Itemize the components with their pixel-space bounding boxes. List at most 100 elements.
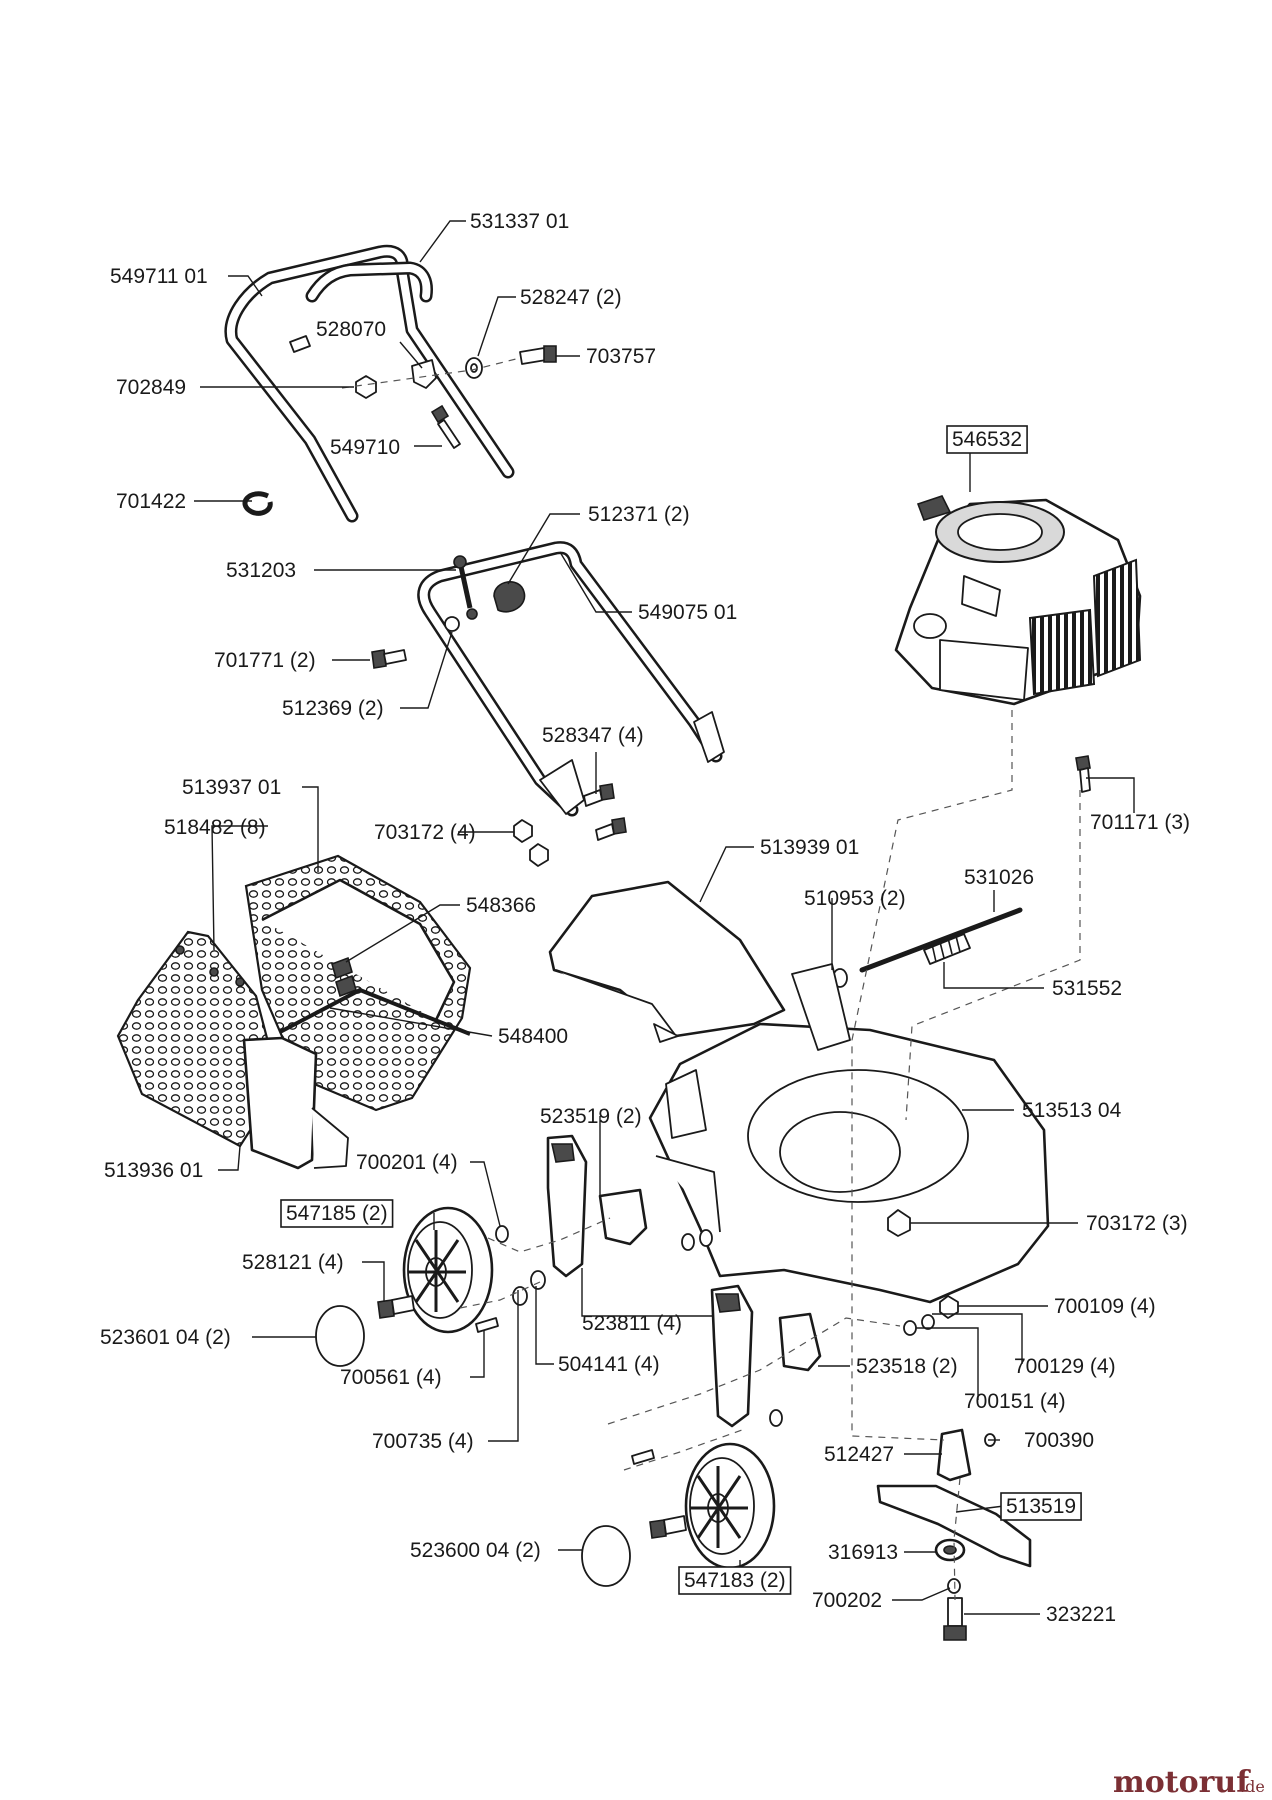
boxed-part-number: 546532 (952, 428, 1022, 451)
part-label-group: 700151 (4) (964, 1390, 1066, 1413)
leader-lines (194, 220, 1135, 1615)
part-label-group: 547183 (2) (678, 1566, 792, 1595)
part-number: 513936 01 (104, 1159, 203, 1182)
part-label-group: 700735 (4) (372, 1430, 474, 1453)
part-number: 518482 (8) (164, 816, 266, 839)
upper-handle-549711 (224, 244, 515, 523)
bracket-523519 (598, 1188, 648, 1246)
part-number: 513937 01 (182, 776, 281, 799)
part-label-group: 700561 (4) (340, 1366, 442, 1389)
part-label-group: 513937 01 (182, 776, 281, 799)
cable-clamp-528070 (411, 359, 437, 389)
part-number: 702849 (116, 376, 186, 399)
part-number: 700109 (4) (1054, 1295, 1156, 1318)
bolt-703757 (519, 345, 557, 365)
part-label-group: 316913 (828, 1541, 898, 1564)
part-label-group: 700109 (4) (1054, 1295, 1156, 1318)
bracket-523518 (778, 1312, 822, 1372)
washers-700129 (903, 1314, 935, 1336)
part-number: 700202 (812, 1589, 882, 1612)
part-number: 523518 (2) (856, 1355, 958, 1378)
part-number-frame (678, 1566, 792, 1595)
height-adjuster-523811 (546, 1134, 588, 1278)
grass-box-lid-513936 (116, 930, 349, 1170)
part-label-group: 549075 01 (638, 601, 737, 624)
watermark-brand: motoruf (1113, 1765, 1251, 1800)
part-number: 528247 (2) (520, 286, 622, 309)
part-label-group: 703757 (586, 345, 656, 368)
part-number: 513513 04 (1022, 1099, 1122, 1122)
part-label-group: 700201 (4) (356, 1151, 458, 1174)
part-label-group: 531552 (1052, 977, 1122, 1000)
part-label-group: 510953 (2) (804, 887, 906, 910)
part-number: 701771 (2) (214, 649, 316, 672)
rear-axle-bolt (649, 1515, 687, 1539)
front-wheel-547185 (402, 1206, 494, 1334)
part-label-group: 531337 01 (470, 210, 569, 233)
part-label-group: 548366 (466, 894, 536, 917)
part-label-group: 546532 (946, 425, 1028, 454)
part-labels: 531337 01 549711 01 528247 (2) 528070 703757… (100, 210, 1190, 1626)
part-number: 703172 (4) (374, 821, 476, 844)
part-number-frame (1000, 1492, 1082, 1521)
blade-bolt-323221 (943, 1597, 967, 1641)
part-number: 513939 01 (760, 836, 859, 859)
part-number: 528070 (316, 318, 386, 341)
rear-flap-513939 (548, 880, 786, 1043)
part-number: 531337 01 (470, 210, 569, 233)
part-number: 323221 (1046, 1603, 1116, 1626)
part-number: 523519 (2) (540, 1105, 642, 1128)
part-label-group: 518482 (8) (164, 816, 266, 839)
watermark-logo: motoruf .de (1113, 1765, 1265, 1800)
part-number: 510953 (2) (804, 887, 906, 910)
part-label-group: 513939 01 (760, 836, 859, 859)
part-number: 523811 (4) (582, 1312, 682, 1335)
screws-518482 (175, 945, 245, 987)
part-number-frame (280, 1199, 394, 1228)
part-label-group: 703172 (4) (374, 821, 476, 844)
lower-handle-549075 (417, 541, 725, 817)
part-number: 700151 (4) (964, 1390, 1066, 1413)
washers-700201 (495, 1225, 783, 1427)
part-number: 701171 (3) (1090, 811, 1190, 834)
part-number: 700129 (4) (1014, 1355, 1116, 1378)
torsion-spring-531552 (923, 933, 971, 965)
part-number: 528121 (4) (242, 1251, 344, 1274)
part-label-group: 523600 04 (2) (410, 1539, 541, 1562)
part-label-group: 523518 (2) (856, 1355, 958, 1378)
part-label-group: 547185 (2) (280, 1199, 394, 1228)
part-label-group: 528121 (4) (242, 1251, 344, 1274)
nut-702849 (355, 375, 377, 399)
part-number: 512427 (824, 1443, 894, 1466)
grass-box-frame-548400 (279, 987, 471, 1036)
bolt-701771 (371, 649, 407, 669)
height-adjuster-523811-rear (710, 1284, 754, 1428)
part-number: 523601 04 (2) (100, 1326, 231, 1349)
part-label-group: 513513 04 (1022, 1099, 1122, 1122)
assembly-lines (341, 357, 1081, 1601)
part-label-group: 528347 (4) (542, 724, 644, 747)
part-label-group: 702849 (116, 376, 186, 399)
knob-512371 (493, 581, 526, 613)
part-label-group: 548400 (498, 1025, 568, 1048)
engine-546532 (894, 495, 1142, 706)
boxed-part-number: 513519 (1006, 1495, 1076, 1518)
washer-316913 (934, 1538, 966, 1562)
part-label-group: 701771 (2) (214, 649, 316, 672)
part-label-group: 323221 (1046, 1603, 1116, 1626)
part-label-group: 549711 01 (110, 265, 208, 288)
part-number: 549711 01 (110, 265, 208, 288)
part-number: 700201 (4) (356, 1151, 458, 1174)
washer-528247 (465, 357, 483, 379)
part-label-group: 513936 01 (104, 1159, 203, 1182)
part-number: 531552 (1052, 977, 1122, 1000)
nuts-703172-handle (513, 819, 549, 867)
part-label-group: 523811 (4) (582, 1312, 682, 1335)
part-label-group: 701422 (116, 490, 186, 513)
part-number: 504141 (4) (558, 1353, 660, 1376)
part-label-group: 703172 (3) (1086, 1212, 1188, 1235)
part-number: 700735 (4) (372, 1430, 474, 1453)
quick-release-531203 (453, 555, 478, 620)
part-number: 523600 04 (2) (410, 1539, 541, 1562)
axle-531026 (859, 907, 1023, 973)
